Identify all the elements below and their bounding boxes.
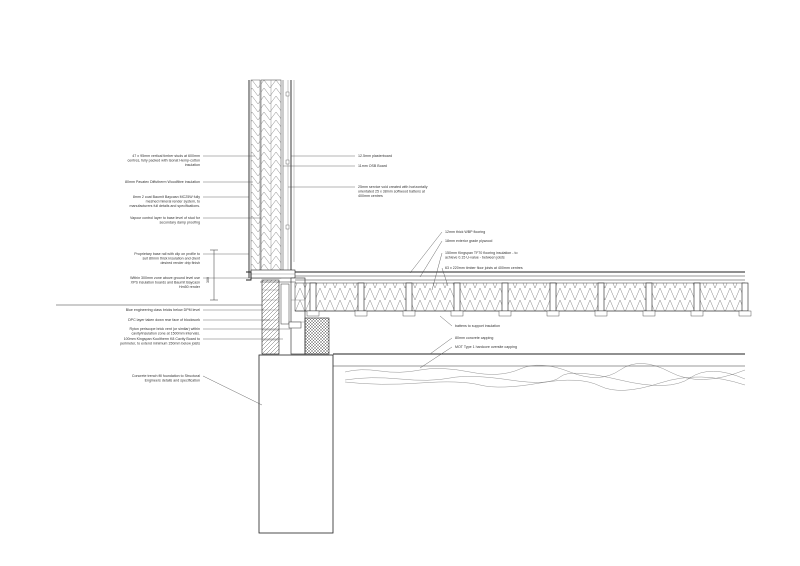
joist-batten <box>450 310 464 317</box>
note-left-6: Within 300mm zone above ground level use… <box>130 276 201 289</box>
note-right-3: 25mm service void created with horizonta… <box>358 185 428 198</box>
leader-line <box>202 375 263 406</box>
joist <box>693 282 701 312</box>
joist <box>309 282 317 312</box>
ground-and-oversite <box>56 304 746 391</box>
note-left-10: 100mm Kingspan Kooltherm K8 Cavity Board… <box>120 337 200 346</box>
note-left-9: Ryton periscope brick vent (or similar) … <box>130 327 201 336</box>
leader-line <box>429 337 453 355</box>
note-left-5: Proprietary base rail with clip on profi… <box>134 252 200 265</box>
note-right-2: 11mm OSB Board <box>358 164 387 168</box>
note-left-4: Vapour control layer to base level of st… <box>130 216 201 225</box>
note-right-8: battens to support insulation <box>455 324 500 328</box>
note-left-1: 47 x 95mm vertical timber studs at 600mm… <box>127 154 200 167</box>
leader-lines <box>202 155 453 406</box>
joist-batten <box>642 310 656 317</box>
joist <box>645 282 653 312</box>
dimension-text: 300 <box>206 277 210 283</box>
note-right-4: 12mm thick WBP flooring <box>445 230 485 234</box>
annotation-labels: 47 x 95mm vertical timber studs at 600mm… <box>120 154 523 383</box>
joist-batten <box>402 310 416 317</box>
trench-fill-foundation <box>258 354 334 534</box>
floor-joists <box>306 282 752 317</box>
joist-batten <box>354 310 368 317</box>
joist <box>405 282 413 312</box>
dimension-300: 300 <box>206 249 218 301</box>
note-left-7: Blue engineering class bricks below DPM … <box>126 308 201 312</box>
note-right-6: 150mm Kingspan TF70 flooring insulation … <box>445 251 517 260</box>
joist-batten <box>306 310 320 317</box>
joist-batten <box>738 310 752 317</box>
leader-line <box>439 315 453 327</box>
note-left-8: DPC layer taken down rear face of blockw… <box>128 318 200 322</box>
note-right-9: 80mm concrete capping <box>455 336 493 340</box>
joist-batten <box>498 310 512 317</box>
joist <box>549 282 557 312</box>
joist <box>453 282 461 312</box>
leader-line <box>419 346 453 369</box>
leader-line <box>419 240 443 278</box>
joist-batten <box>546 310 560 317</box>
leader-line <box>441 267 449 287</box>
leader-line <box>431 252 443 291</box>
timber-frame-wall <box>246 79 296 281</box>
joist-batten <box>690 310 704 317</box>
note-right-1: 12.5mm plasterboard <box>358 154 392 158</box>
note-left-2: 80mm Pavatex Diffutherm Woodfibre insula… <box>125 180 200 184</box>
joist-batten <box>594 310 608 317</box>
note-left-11: Concrete trench fill foundation to Struc… <box>132 374 200 383</box>
joist <box>357 282 365 312</box>
note-right-10: MOT Type 1 hardcore oversite capping <box>455 345 517 349</box>
note-right-7: 63 x 220mm timber floor joists at 400mm … <box>445 266 523 270</box>
joist <box>597 282 605 312</box>
leader-line <box>409 231 443 274</box>
joist <box>501 282 509 312</box>
joist <box>741 282 749 312</box>
note-right-5: 18mm exterior grade plywood <box>445 239 492 243</box>
